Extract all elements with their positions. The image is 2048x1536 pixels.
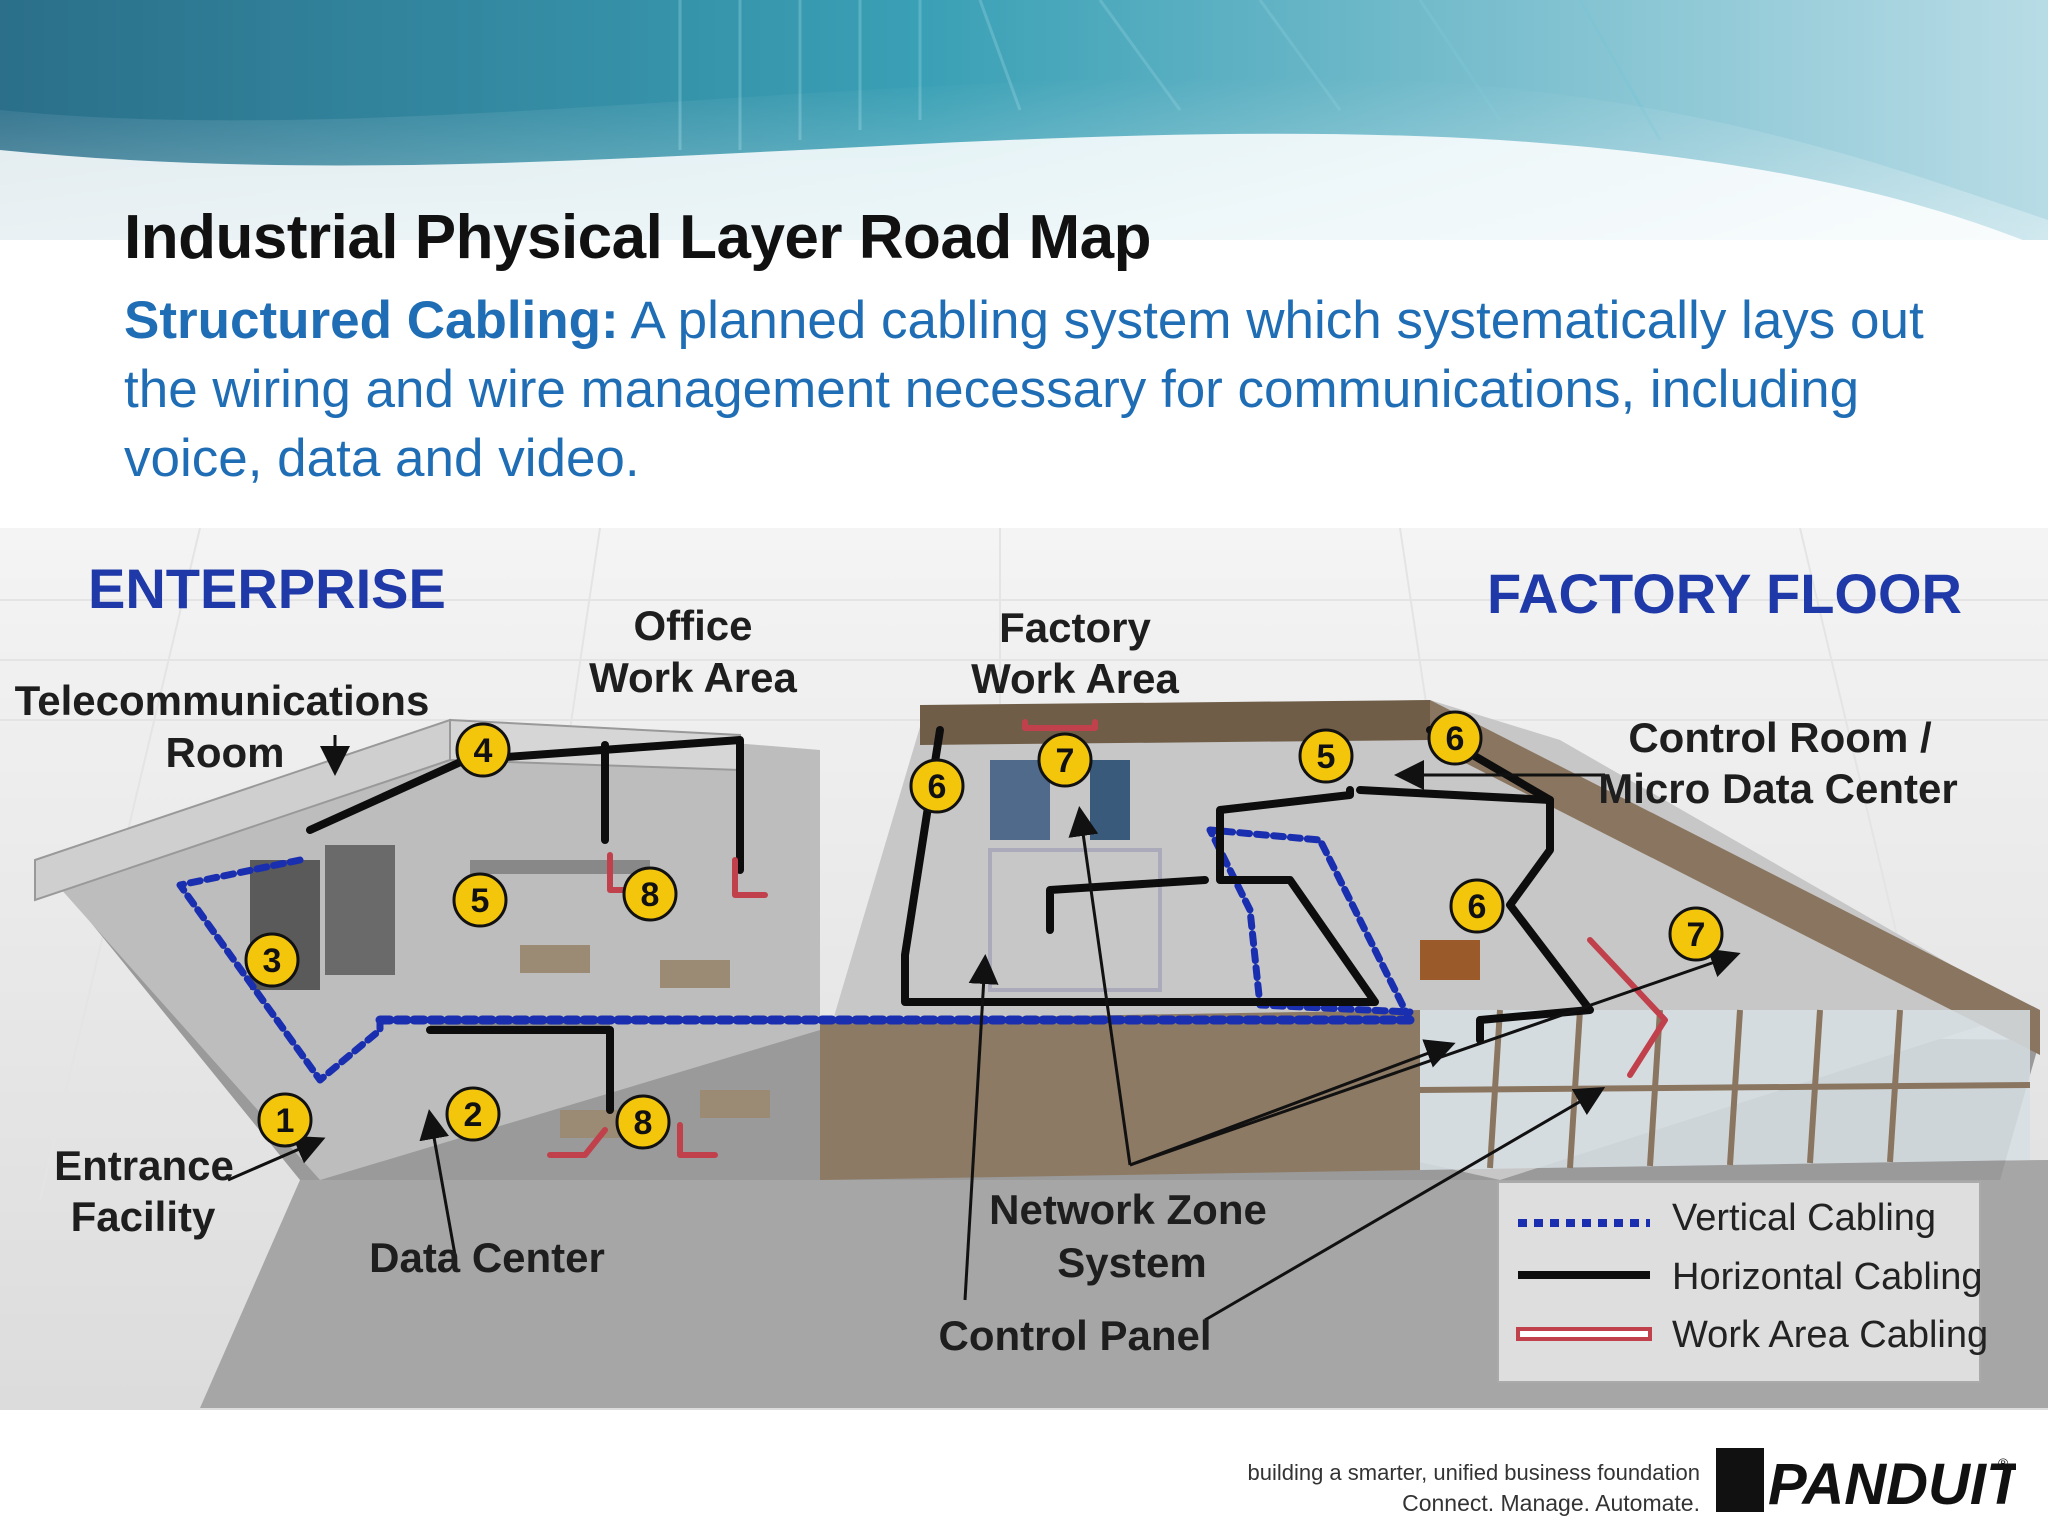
label-office-1: Office	[633, 602, 752, 649]
label-control-room-2: Micro Data Center	[1598, 765, 1957, 812]
legend-work-area-label: Work Area Cabling	[1672, 1314, 1988, 1356]
label-control-room-1: Control Room /	[1628, 714, 1932, 761]
badge-number: 8	[634, 1104, 653, 1142]
cabling-diagram: 1 2 3 4 5 8 8 6 7 5 6 6 7 ENTERPRISE FAC…	[0, 528, 2048, 1410]
legend-horizontal-label: Horizontal Cabling	[1672, 1256, 1983, 1298]
horizontal-cabling-factory-inner	[1046, 876, 1209, 934]
callout-entrance	[227, 1135, 326, 1182]
work-area-cabling-3	[547, 1127, 608, 1158]
slide-subtitle: Structured Cabling: A planned cabling sy…	[124, 286, 1964, 493]
badge-number: 7	[1056, 742, 1075, 780]
label-telecom-room-2: Room	[166, 729, 285, 776]
logo-mark-block	[1716, 1448, 1764, 1512]
subtitle-lead: Structured Cabling:	[124, 291, 619, 350]
heading-factory-floor: FACTORY FLOOR	[1487, 562, 1962, 625]
header-background	[0, 0, 2048, 540]
badge-number: 6	[1468, 888, 1487, 926]
legend-work-area-swatch	[1516, 1327, 1652, 1341]
factory-cell-fence	[988, 848, 1162, 992]
label-factory-2: Work Area	[971, 655, 1179, 702]
callout-control-panel-2	[1204, 1086, 1606, 1322]
office-partition-1	[470, 860, 650, 874]
legend: Vertical Cabling Horizontal Cabling Work…	[1497, 1181, 1988, 1383]
vertical-cabling-enterprise	[176, 856, 384, 1084]
tagline-line-1: building a smarter, unified business fou…	[1247, 1460, 1700, 1485]
badge-number: 6	[928, 768, 947, 806]
office-desk-1	[520, 945, 590, 973]
badge-4: 4	[455, 722, 511, 778]
label-telecom-room-1: Telecommunications	[15, 677, 430, 724]
badge-7-factory: 7	[1037, 732, 1093, 788]
badge-7-control: 7	[1668, 906, 1724, 962]
label-factory-1: Factory	[999, 604, 1151, 651]
heading-enterprise: ENTERPRISE	[88, 557, 446, 620]
badge-6-control-mid: 6	[1449, 878, 1505, 934]
work-area-cabling-6	[1587, 937, 1668, 1078]
badge-2: 2	[445, 1086, 501, 1142]
badge-number: 6	[1446, 720, 1465, 758]
label-office-2: Work Area	[589, 654, 797, 701]
factory-machine-1	[990, 760, 1050, 840]
badge-8-upper: 8	[622, 866, 678, 922]
callout-nzs-3	[1129, 948, 1741, 1167]
horizontal-cabling-factory-loop	[901, 726, 1379, 1006]
badge-number: 1	[276, 1102, 295, 1140]
badge-number: 5	[1317, 738, 1336, 776]
vertical-cabling-factory	[1206, 826, 1414, 1024]
factory-right-wall	[1430, 700, 2040, 1055]
callout-nzs-1	[1068, 806, 1132, 1166]
subtitle-body: A planned cabling system which systemati…	[124, 291, 1924, 488]
control-room-console	[1420, 940, 1480, 980]
badge-number: 8	[641, 876, 660, 914]
callout-control-panel-1	[963, 954, 999, 1301]
badge-5-factory: 5	[1298, 728, 1354, 784]
badge-5-enterprise: 5	[452, 872, 508, 928]
factory-machine-2	[1090, 760, 1130, 840]
badge-number: 5	[471, 882, 490, 920]
badge-6-factory: 6	[909, 758, 965, 814]
horizontal-cabling-office-lower	[426, 1026, 614, 1114]
telecom-rack-2	[325, 845, 395, 975]
slide-title: Industrial Physical Layer Road Map	[124, 203, 1151, 272]
badge-number: 4	[474, 732, 493, 770]
office-desk-2	[660, 960, 730, 988]
badge-3: 3	[244, 932, 300, 988]
label-nzs-2: System	[1057, 1239, 1206, 1286]
enterprise-floor	[35, 720, 820, 1180]
work-area-cabling-5	[1022, 719, 1098, 731]
work-area-cabling-4	[677, 1122, 718, 1158]
badge-1: 1	[257, 1092, 313, 1148]
label-data-center: Data Center	[369, 1234, 605, 1281]
office-desk-4	[700, 1090, 770, 1118]
label-entrance-2: Facility	[71, 1193, 216, 1240]
badge-8-lower: 8	[615, 1094, 671, 1150]
work-area-cabling-2	[732, 857, 768, 898]
badge-number: 2	[464, 1096, 483, 1134]
panduit-logo: PANDUIT ®	[1716, 1448, 2016, 1516]
badge-6-control-top: 6	[1427, 710, 1483, 766]
badge-number: 3	[263, 942, 282, 980]
factory-back-wall	[920, 700, 1430, 745]
callout-data-center	[419, 1109, 457, 1256]
badge-number: 7	[1687, 916, 1706, 954]
logo-registered: ®	[1998, 1455, 2009, 1471]
label-entrance-1: Entrance	[54, 1142, 234, 1189]
legend-box	[1497, 1181, 1981, 1383]
footer-tagline: building a smarter, unified business fou…	[1247, 1458, 1700, 1518]
logo-wordmark: PANDUIT	[1768, 1452, 2016, 1516]
legend-vertical-label: Vertical Cabling	[1672, 1197, 1936, 1239]
horizontal-cabling-control-room-2	[1356, 786, 1554, 804]
label-nzs-1: Network Zone	[989, 1186, 1267, 1233]
tagline-line-2: Connect. Manage. Automate.	[1402, 1490, 1700, 1516]
label-control-panel: Control Panel	[938, 1312, 1211, 1359]
